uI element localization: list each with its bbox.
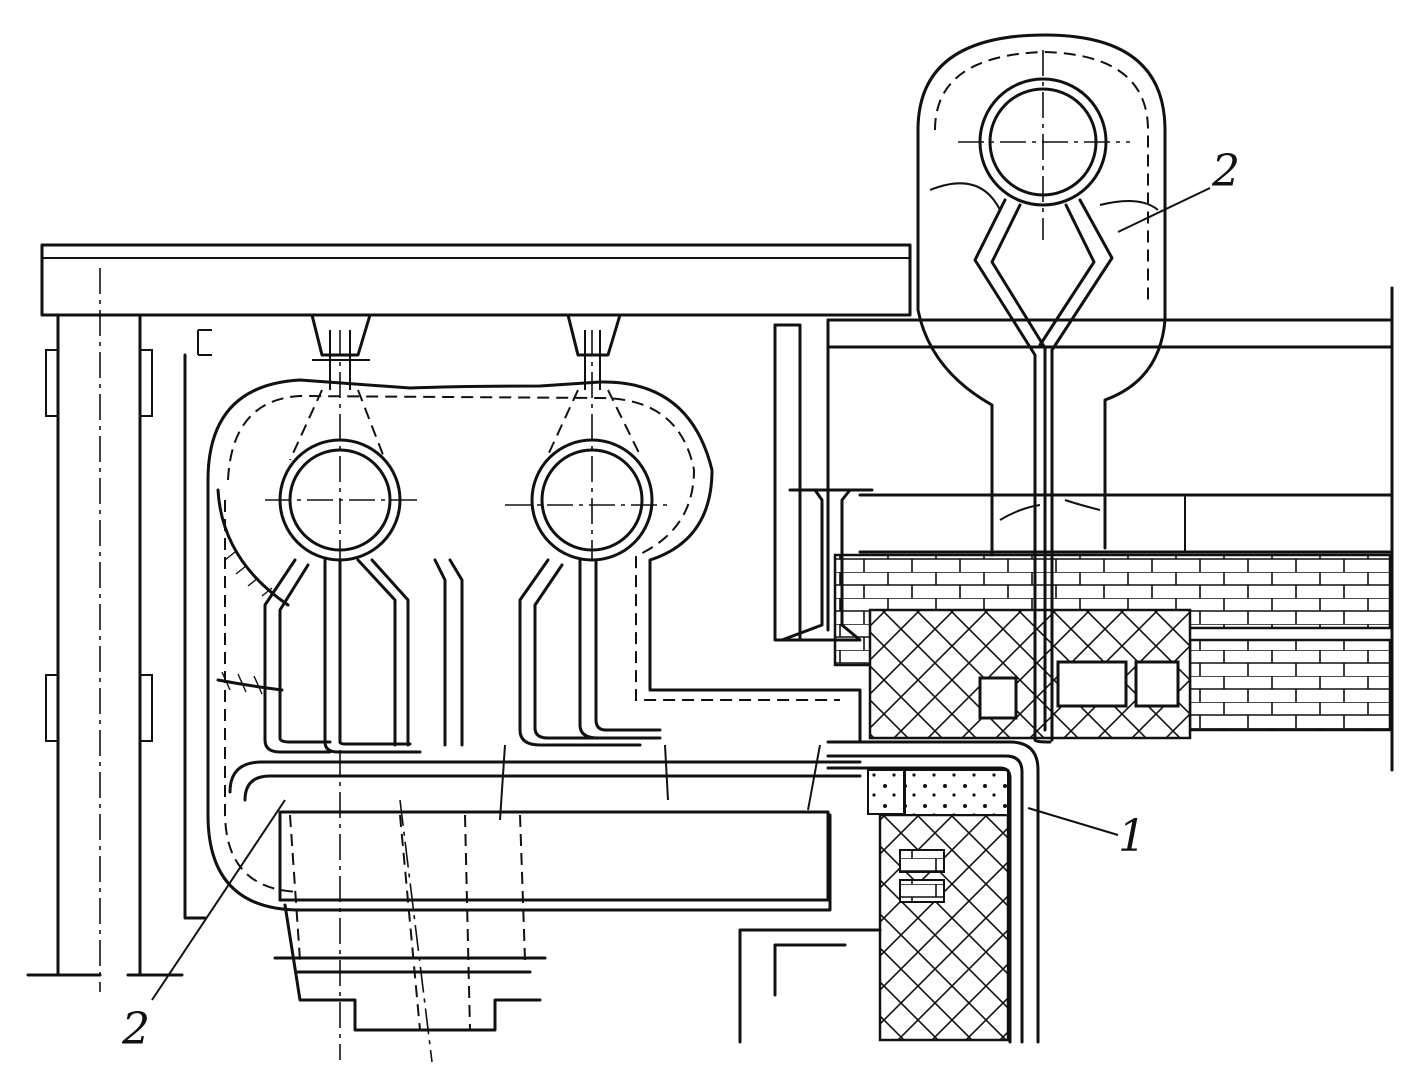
- top-beam: [40, 243, 912, 317]
- right-structure: [826, 286, 1394, 772]
- callout-2-top-right: 2: [1212, 146, 1240, 197]
- tube-1: [826, 740, 1040, 1044]
- lower-header: [228, 760, 862, 902]
- lower-wall-box: [738, 928, 882, 1044]
- insulation-block-right: [868, 608, 1192, 740]
- callout-2-bottom-left: 2: [122, 1004, 150, 1055]
- rail-support: [780, 488, 874, 642]
- middle-drum: [505, 330, 670, 562]
- casing-frame: [183, 323, 862, 920]
- callout-1-right: 1: [1118, 811, 1146, 862]
- upper-right-drum: [916, 33, 1167, 744]
- left-column: [26, 268, 184, 992]
- tube-bundle: [263, 558, 662, 754]
- left-drum: [265, 330, 420, 1060]
- seal-hatching: [216, 488, 290, 695]
- drum-hangers: [289, 313, 641, 461]
- furnace-wall: [867, 769, 1010, 1042]
- bottom-burner: [273, 744, 821, 1063]
- leader-lines: [151, 187, 1211, 1001]
